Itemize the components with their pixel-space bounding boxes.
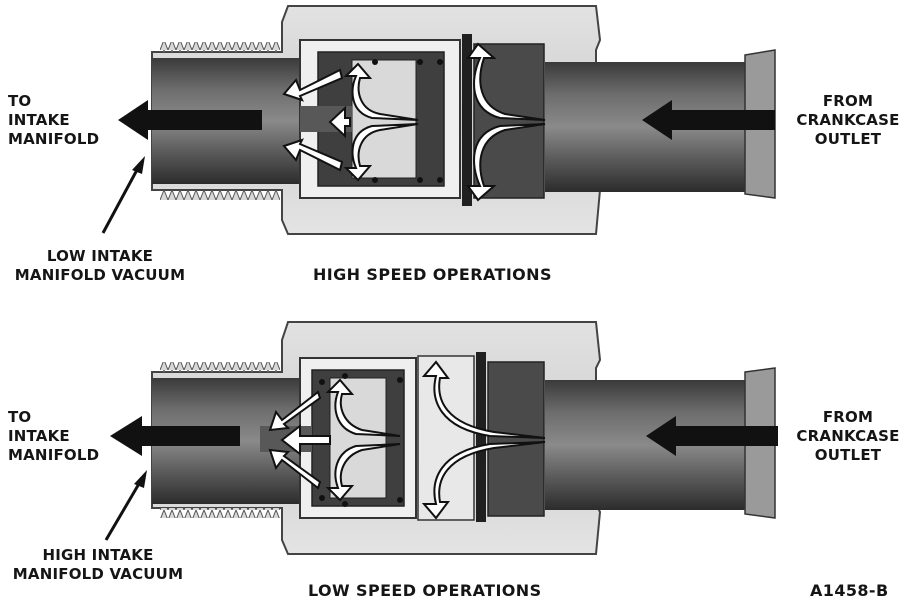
figure-id: A1458-B [810,581,889,600]
label-line: MANIFOLD VACUUM [12,565,184,583]
thread [160,42,280,52]
flow-arrow-out [118,100,262,140]
label-line: CRANKCASE [796,111,900,129]
label-line: HIGH INTAKE [42,546,154,564]
thread [160,362,280,372]
label-line: OUTLET [814,130,882,148]
flow-arrow-in [646,416,778,456]
to-intake-manifold-label: TO INTAKE MANIFOLD [8,92,99,149]
label-line: OUTLET [814,446,882,464]
valve-high-speed [101,5,776,235]
flow-arrow-in [642,100,775,140]
low-intake-manifold-vacuum-label: LOW INTAKE MANIFOLD VACUUM [2,247,198,285]
thread [160,508,280,518]
low-speed-caption: LOW SPEED OPERATIONS [308,581,542,600]
from-crankcase-outlet-label: FROM CRANKCASE OUTLET [790,92,906,149]
valve-plunger [476,352,486,522]
label-line: MANIFOLD [8,446,100,464]
high-intake-manifold-vacuum-label: HIGH INTAKE MANIFOLD VACUUM [0,546,196,584]
flow-arrow-out [110,416,240,456]
valve-low-speed [104,321,778,555]
from-crankcase-outlet-label: FROM CRANKCASE OUTLET [790,408,906,465]
to-intake-manifold-label: TO INTAKE MANIFOLD [8,408,99,465]
label-line: MANIFOLD VACUUM [14,266,186,284]
label-line: CRANKCASE [796,427,900,445]
label-line: FROM [822,92,874,110]
label-line: MANIFOLD [8,130,100,148]
high-speed-caption: HIGH SPEED OPERATIONS [313,265,552,284]
label-line: INTAKE [8,427,70,445]
label-line: INTAKE [8,111,70,129]
label-line: LOW INTAKE [46,247,154,265]
label-line: TO [8,92,32,110]
thread [160,190,280,200]
label-line: TO [8,408,32,426]
label-line: FROM [822,408,874,426]
valve-plunger [462,34,472,206]
